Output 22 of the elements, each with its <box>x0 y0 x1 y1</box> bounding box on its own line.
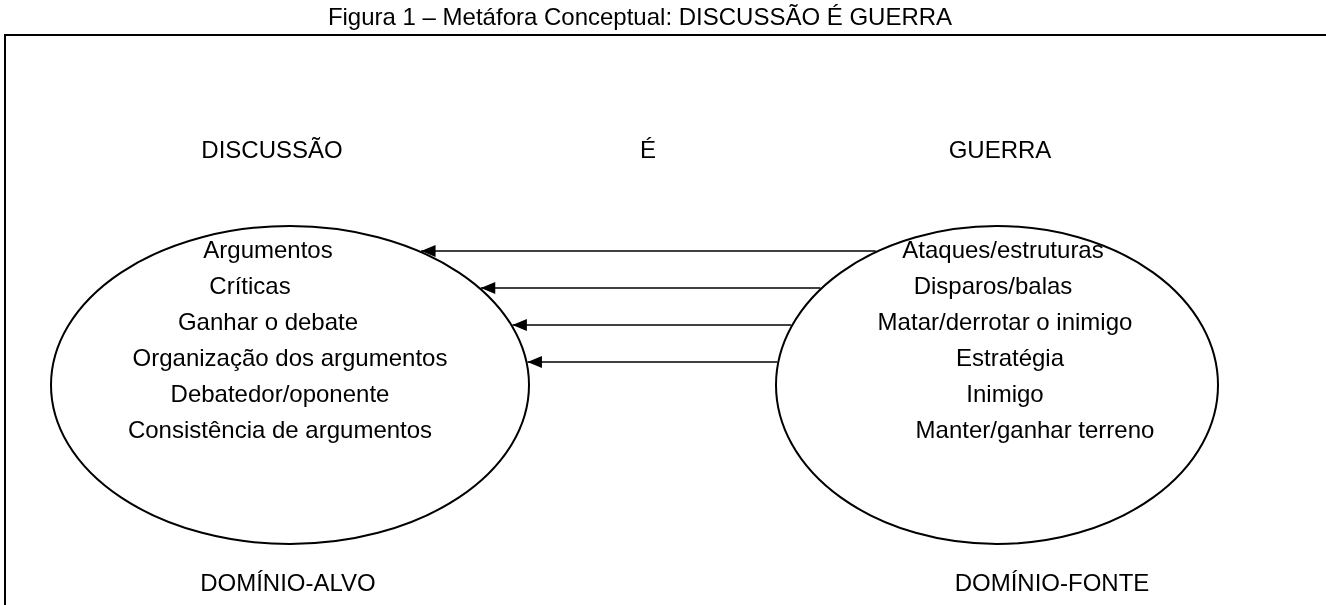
arrow <box>526 356 779 368</box>
concept-text: Matar/derrotar o inimigo <box>877 308 1133 336</box>
concept-text: Inimigo <box>966 380 1044 408</box>
arrow <box>420 245 877 257</box>
domain-label: DOMÍNIO-ALVO <box>200 569 376 597</box>
domain-label: GUERRA <box>948 136 1052 164</box>
arrow <box>511 319 792 331</box>
concept-text: Ataques/estruturas <box>902 236 1104 264</box>
domain-label: É <box>640 136 656 164</box>
concept-text: Estratégia <box>955 344 1065 372</box>
figure-title: Figura 1 – Metáfora Conceptual: DISCUSSÃO É GUERRA <box>327 3 953 31</box>
concept-text: Organização dos argumentos <box>132 344 448 372</box>
concept-text: Debatedor/oponente <box>170 380 390 408</box>
arrow <box>480 282 822 294</box>
concept-text: Manter/ganhar terreno <box>915 416 1155 444</box>
concept-text: Argumentos <box>203 236 333 264</box>
domain-label: DOMÍNIO-FONTE <box>954 569 1150 597</box>
concept-text: Disparos/balas <box>913 272 1073 300</box>
domain-label: DISCUSSÃO <box>201 136 343 164</box>
concept-text: Ganhar o debate <box>177 308 359 336</box>
concept-text: Críticas <box>209 272 291 300</box>
concept-text: Consistência de argumentos <box>127 416 433 444</box>
